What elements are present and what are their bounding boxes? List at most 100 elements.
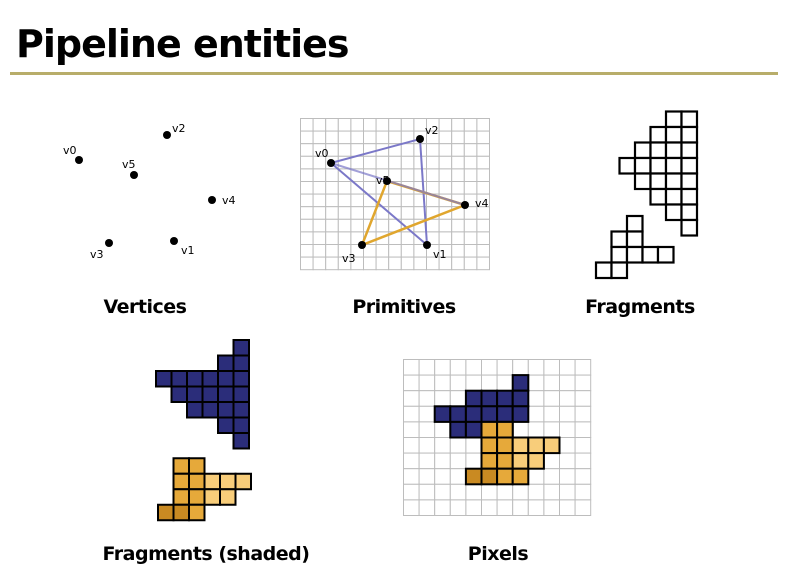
- grid-cell: [363, 130, 377, 145]
- pixel-cell: [511, 467, 530, 486]
- grid-cell: [476, 155, 490, 170]
- pixel-cell: [480, 420, 499, 439]
- grid-cell: [300, 206, 314, 220]
- pixel-cell: [527, 436, 545, 455]
- grid-cell: [312, 193, 327, 208]
- grid-cell: [375, 118, 390, 132]
- shaded-fragment-cell: [186, 385, 204, 403]
- grid-cell: [426, 155, 440, 170]
- fragments-panel: [590, 95, 699, 285]
- pixel-grid-cell: [403, 452, 420, 470]
- shaded-fragment-cell: [232, 416, 250, 434]
- pixel-grid-cell: [465, 499, 483, 516]
- grid-cell: [312, 206, 327, 220]
- fragment-cell: [680, 156, 699, 175]
- grid-cell: [337, 231, 352, 246]
- pixel-grid-cell: [559, 405, 576, 423]
- shaded-fragment-cell: [217, 370, 235, 388]
- grid-cell: [451, 130, 465, 145]
- grid-cell: [388, 193, 402, 208]
- fragment-cell: [649, 187, 668, 206]
- pixel-cell: [496, 420, 514, 439]
- pixel-cell: [464, 405, 483, 423]
- shaded-fragment-cell: [232, 354, 250, 372]
- vertices-panel: v0 v2 v5 v4 v3 v1: [50, 110, 250, 270]
- grid-cell: [451, 118, 465, 132]
- vertex-label-v5: v5: [122, 158, 136, 171]
- shaded-fragment-cell: [217, 401, 235, 419]
- grid-cell: [388, 130, 402, 145]
- pixel-grid-cell: [559, 390, 576, 407]
- grid-cell: [400, 193, 415, 208]
- grid-cell: [312, 244, 327, 258]
- grid-cell: [426, 143, 440, 157]
- pixel-grid-cell: [403, 421, 420, 439]
- grid-cell: [312, 118, 327, 132]
- vertex-v5-dot: [383, 177, 391, 185]
- grid-cell: [325, 206, 339, 220]
- caption-pixels: Pixels: [467, 543, 529, 565]
- vertex-v4-dot: [461, 201, 469, 209]
- grid-cell: [375, 244, 390, 258]
- grid-cell: [325, 130, 339, 145]
- pixel-grid-cell: [434, 483, 451, 501]
- pixel-grid-cell: [527, 390, 545, 407]
- vertex-v1-dot: [170, 237, 178, 245]
- shaded-fragment-cell: [188, 457, 206, 475]
- vertex-label-v2: v2: [172, 122, 186, 135]
- grid-cell: [325, 181, 339, 195]
- grid-cell: [463, 231, 478, 246]
- pixel-grid-cell: [449, 437, 467, 454]
- pixel-grid-cell: [574, 499, 592, 516]
- grid-cell: [476, 168, 490, 183]
- pixel-grid-cell: [543, 405, 560, 423]
- grid-cell: [337, 181, 352, 195]
- grid-cell: [350, 193, 365, 208]
- grid-cell: [476, 118, 490, 132]
- pixel-grid-cell: [418, 359, 436, 376]
- pixel-grid-cell: [496, 374, 514, 392]
- pixel-cell: [464, 389, 483, 408]
- vertex-v3-dot: [358, 241, 366, 249]
- grid-cell: [476, 231, 490, 246]
- grid-cell: [451, 256, 465, 271]
- pixel-grid-cell: [543, 452, 560, 470]
- pixel-grid-cell: [403, 499, 420, 516]
- pixel-grid-cell: [559, 437, 576, 454]
- fragment-cell: [641, 245, 660, 264]
- grid-cell: [476, 143, 490, 157]
- vertex-label-v3: v3: [342, 252, 356, 265]
- shaded-fragment-cell: [219, 472, 237, 491]
- grid-cell: [375, 206, 390, 220]
- pixel-grid-cell: [418, 483, 436, 501]
- grid-cell: [400, 168, 415, 183]
- grid-cell: [312, 256, 327, 271]
- pixel-grid-cell: [434, 452, 451, 470]
- grid-cell: [300, 193, 314, 208]
- shaded-fragment-cell: [172, 503, 190, 522]
- grid-cell: [337, 193, 352, 208]
- pixel-grid-cell: [543, 499, 560, 516]
- grid-cell: [350, 155, 365, 170]
- pixel-cell: [449, 405, 467, 423]
- fragment-cell: [680, 172, 699, 191]
- pixel-grid-cell: [434, 390, 451, 407]
- grid-cell: [438, 181, 453, 195]
- fragment-cell: [664, 203, 683, 222]
- pixel-grid-cell: [512, 421, 529, 439]
- pixel-grid-cell: [403, 374, 420, 392]
- pixel-grid-cell: [481, 374, 498, 392]
- pixel-grid-cell: [465, 483, 483, 501]
- pixel-cell: [511, 405, 530, 423]
- pixel-grid-cell: [559, 374, 576, 392]
- pixel-grid-cell: [496, 359, 514, 376]
- grid-cell: [400, 155, 415, 170]
- grid-cell: [463, 168, 478, 183]
- vertex-v0-dot: [327, 159, 335, 167]
- grid-cell: [451, 168, 465, 183]
- grid-cell: [350, 206, 365, 220]
- grid-cell: [325, 218, 339, 233]
- pixel-cell: [449, 420, 467, 439]
- pixel-grid-cell: [434, 359, 451, 376]
- pixel-grid-cell: [574, 390, 592, 407]
